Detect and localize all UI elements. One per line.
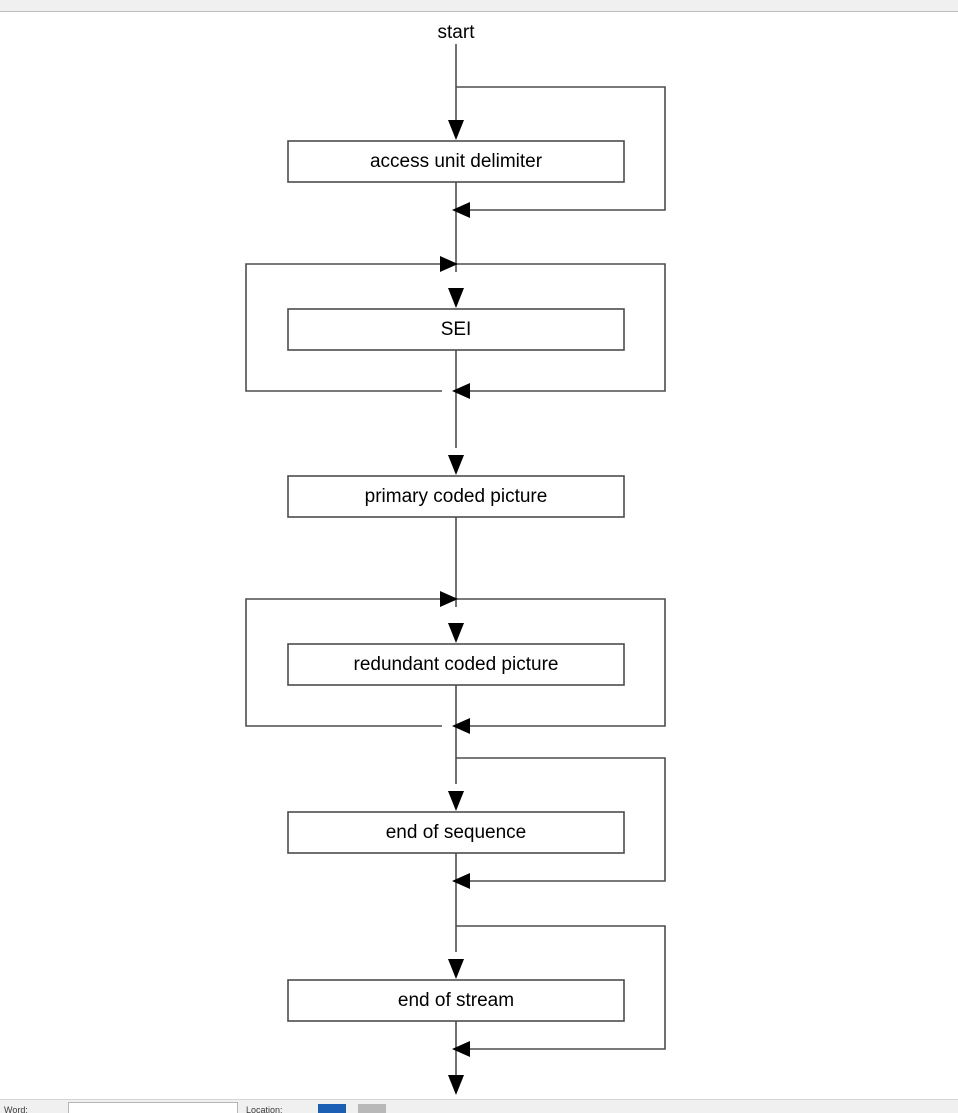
bypass-path-end-of-stream (456, 925, 666, 1050)
bottom-toolbar (0, 1099, 958, 1113)
node-label-end-of-stream: end of stream (398, 990, 514, 1011)
node-access-unit-delimiter[interactable] (287, 140, 625, 183)
bottom-toolbar-primary-button[interactable] (318, 1104, 346, 1113)
group-primary-coded-picture: primary coded picture (287, 455, 625, 518)
node-end-of-stream[interactable] (287, 979, 625, 1022)
group-access-unit-delimiter: access unit delimiter (287, 86, 666, 218)
arrowhead-bypass-end-of-sequence (452, 873, 470, 889)
node-label-redundant-coded-picture: redundant coded picture (354, 654, 559, 675)
arrowhead-loop-redundant-coded-picture-bottom (452, 718, 470, 734)
loop-path-sei-right (456, 263, 666, 392)
arrowhead-into-access-unit-delimiter (448, 120, 464, 140)
bottom-toolbar-secondary-button[interactable] (358, 1104, 386, 1113)
node-label-end-of-sequence: end of sequence (386, 822, 527, 843)
bottom-toolbar-search-input[interactable] (68, 1102, 238, 1113)
arrowhead-into-end-of-sequence (448, 791, 464, 811)
group-end-of-sequence: end of sequence (287, 757, 666, 889)
arrowhead-loop-sei-bottom (452, 383, 470, 399)
arrowhead-into-redundant-coded-picture (448, 623, 464, 643)
bottom-toolbar-left-label: Word: (4, 1105, 28, 1113)
flowchart-canvas: start access unit delimiter (0, 12, 958, 1099)
node-end-of-sequence[interactable] (287, 811, 625, 854)
window-top-bar (0, 0, 958, 12)
node-label-access-unit-delimiter: access unit delimiter (370, 151, 543, 172)
node-label-sei: SEI (441, 319, 472, 340)
arrowhead-exit (448, 1075, 464, 1095)
loop-path-redundant-coded-picture-right (456, 598, 666, 727)
arrowhead-bypass-access-unit-delimiter (452, 202, 470, 218)
bypass-path-access-unit-delimiter (456, 86, 666, 211)
bottom-toolbar-middle-label: Location: (246, 1105, 283, 1113)
node-redundant-coded-picture[interactable] (287, 643, 625, 686)
arrowhead-loop-redundant-coded-picture-top (440, 591, 458, 607)
arrowhead-into-sei (448, 288, 464, 308)
node-primary-coded-picture[interactable] (287, 475, 625, 518)
arrowhead-bypass-end-of-stream (452, 1041, 470, 1057)
flowchart-svg: start access unit delimiter (245, 22, 666, 1095)
group-redundant-coded-picture: redundant coded picture (245, 591, 666, 734)
bypass-path-end-of-sequence (456, 757, 666, 882)
start-label: start (438, 22, 476, 43)
arrowhead-into-primary-coded-picture (448, 455, 464, 475)
node-sei[interactable] (287, 308, 625, 351)
group-end-of-stream: end of stream (287, 925, 666, 1057)
group-sei: SEI (245, 256, 666, 399)
loop-path-sei-left (245, 263, 442, 392)
arrowhead-into-end-of-stream (448, 959, 464, 979)
node-label-primary-coded-picture: primary coded picture (365, 486, 548, 507)
arrowhead-loop-sei-top (440, 256, 458, 272)
loop-path-redundant-coded-picture-left (245, 598, 442, 727)
